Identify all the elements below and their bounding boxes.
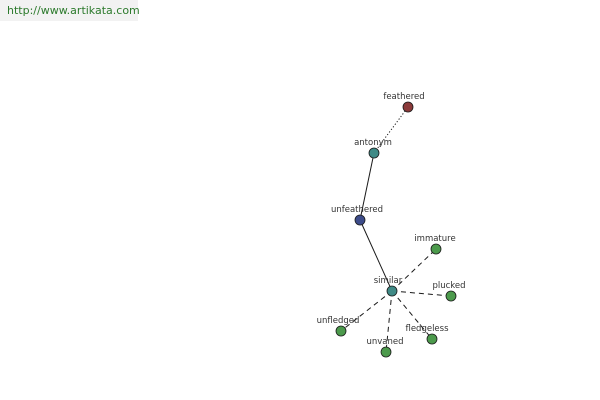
edge-similar-fledgeless xyxy=(391,290,433,340)
node-label-unvaned: unvaned xyxy=(366,337,403,347)
source-url-link[interactable]: http://www.artikata.com xyxy=(0,0,140,21)
node-plucked[interactable] xyxy=(445,290,457,302)
node-unvaned[interactable] xyxy=(380,346,392,358)
edge-similar-unfledged xyxy=(340,290,393,332)
edge-unfeathered-similar xyxy=(359,219,393,292)
nodes-layer xyxy=(335,101,457,358)
node-immature[interactable] xyxy=(430,243,442,255)
node-label-fledgeless: fledgeless xyxy=(405,324,449,334)
node-label-feathered: feathered xyxy=(383,92,424,102)
node-unfeathered[interactable] xyxy=(354,214,366,226)
node-label-plucked: plucked xyxy=(432,281,465,291)
node-label-immature: immature xyxy=(414,234,455,244)
edge-similar-plucked xyxy=(391,290,452,297)
node-label-unfledged: unfledged xyxy=(317,316,360,326)
edge-similar-immature xyxy=(391,248,437,292)
node-unfledged[interactable] xyxy=(335,325,347,337)
edge-unfeathered-antonym xyxy=(359,152,375,221)
edge-similar-unvaned xyxy=(385,290,393,353)
node-fledgeless[interactable] xyxy=(426,333,438,345)
edges-layer xyxy=(340,106,452,353)
node-label-similar: similar xyxy=(374,276,403,286)
node-label-unfeathered: unfeathered xyxy=(331,205,383,215)
node-feathered[interactable] xyxy=(402,101,414,113)
labels-layer: feathered antonym unfeathered similar immatu… xyxy=(317,92,466,347)
node-antonym[interactable] xyxy=(368,147,380,159)
node-label-antonym: antonym xyxy=(354,138,392,148)
node-similar[interactable] xyxy=(386,285,398,297)
